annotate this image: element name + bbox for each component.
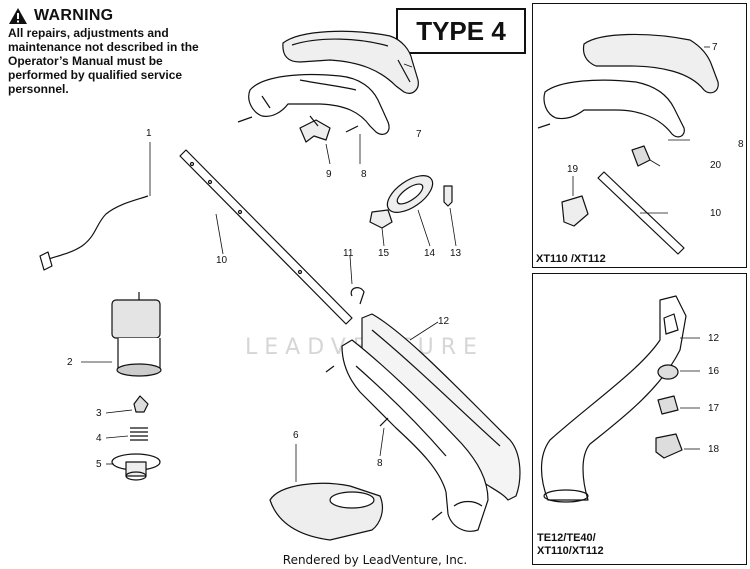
callout-15: 15 <box>378 248 390 259</box>
type-label: TYPE 4 <box>396 8 526 54</box>
auxiliary-handle-part <box>386 175 434 213</box>
callout-11: 11 <box>343 248 354 259</box>
callout-20: 20 <box>710 160 722 171</box>
cord-plug <box>39 251 53 271</box>
warning-triangle-icon <box>9 8 27 24</box>
clamp-15 <box>369 209 393 229</box>
inset-part-20 <box>631 145 651 167</box>
callout-16: 16 <box>708 366 720 377</box>
callout-9: 9 <box>326 169 332 180</box>
warning-header: WARNING <box>8 7 113 25</box>
inset-screw <box>537 123 551 129</box>
guard-part <box>269 482 384 541</box>
trigger-part <box>299 119 331 143</box>
callout-19: 19 <box>567 164 579 175</box>
inset-bottom <box>532 273 747 565</box>
inset-part-17 <box>657 395 679 415</box>
inset-housing <box>540 295 687 503</box>
callout-7-inset: 7 <box>712 42 718 53</box>
bolt-13 <box>443 185 453 207</box>
upper-shaft <box>179 149 353 325</box>
lower-housing-front <box>341 339 489 532</box>
callout-8-top: 8 <box>361 169 367 180</box>
motor-part <box>111 292 162 377</box>
screw-8-top <box>345 125 359 133</box>
clip-11 <box>350 287 365 305</box>
inset-top <box>532 3 747 268</box>
handle-upper-part <box>282 30 419 94</box>
callout-8-mid: 8 <box>377 458 383 469</box>
callout-8-right: 8 <box>738 139 744 150</box>
inset-handle-upper <box>582 33 719 94</box>
spool-cap-part <box>133 395 149 413</box>
callout-18: 18 <box>708 444 720 455</box>
handle-lower-part <box>248 73 390 135</box>
callout-17: 17 <box>708 403 720 414</box>
footer-credit: Rendered by LeadVenture, Inc. <box>282 553 468 567</box>
inset-part-18 <box>655 433 683 459</box>
screw-8-mid <box>379 417 389 427</box>
inset-part-16 <box>657 364 679 380</box>
callout-1: 1 <box>146 128 152 139</box>
callout-13: 13 <box>450 248 462 259</box>
screw-bottom <box>431 511 443 521</box>
inset-handle-lower <box>543 79 685 138</box>
warning-title: WARNING <box>34 7 114 24</box>
power-cord <box>45 195 149 261</box>
callout-5: 5 <box>96 459 102 470</box>
inset-part-19 <box>561 195 589 227</box>
leader-lines <box>81 46 710 482</box>
inset-bottom-label: TE12/TE40/ XT110/XT112 <box>537 532 604 557</box>
callout-10-inset: 10 <box>710 208 722 219</box>
spring-part <box>130 427 148 441</box>
callout-6: 6 <box>293 430 299 441</box>
screw-left-mid <box>325 365 335 373</box>
callout-12-inset: 12 <box>708 333 720 344</box>
callout-3: 3 <box>96 408 102 419</box>
spool-part <box>111 453 161 481</box>
callout-7: 7 <box>416 129 422 140</box>
screw-left <box>237 116 253 123</box>
callout-2: 2 <box>67 357 73 368</box>
screw-9 <box>309 115 319 127</box>
callout-10: 10 <box>216 255 228 266</box>
callout-14: 14 <box>424 248 436 259</box>
warning-text: All repairs, adjustments and maintenance… <box>8 26 199 96</box>
callout-12: 12 <box>438 316 450 327</box>
inset-top-label: XT110 /XT112 <box>536 253 606 265</box>
callout-4: 4 <box>96 433 102 444</box>
